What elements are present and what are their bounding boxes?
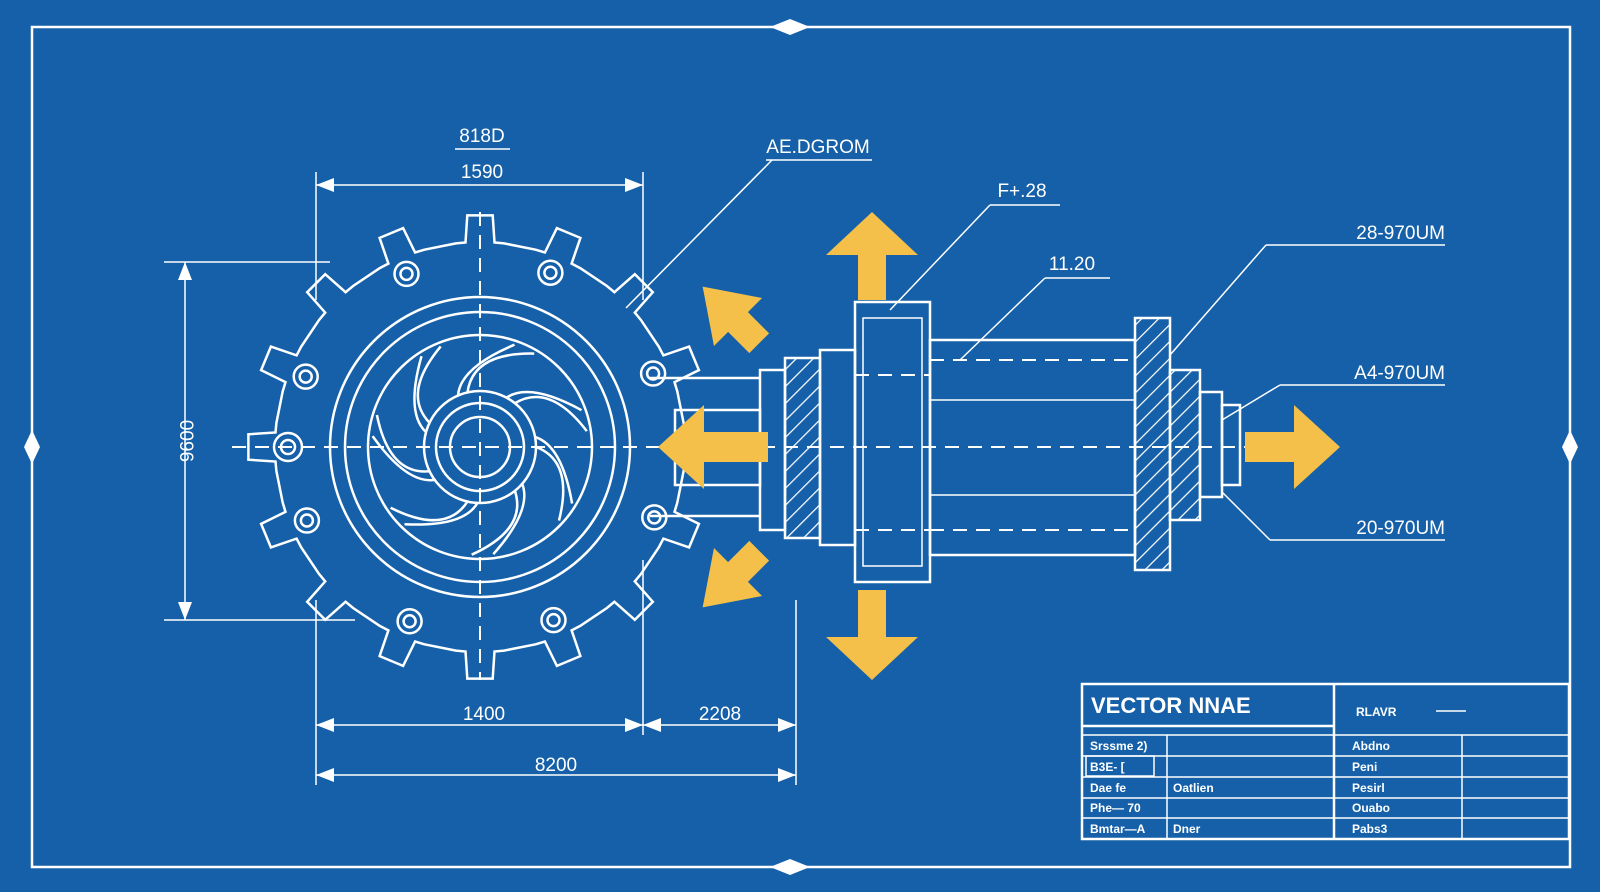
impeller-blade — [534, 435, 574, 521]
force-arrows — [658, 212, 1340, 680]
bolt-hole — [647, 510, 662, 525]
arrow-down — [826, 590, 918, 680]
impeller-blades — [371, 343, 588, 556]
tb-left-b-4: Dner — [1173, 822, 1201, 836]
impeller-blade — [456, 343, 535, 396]
arrow-lower-left — [702, 540, 770, 608]
bolt-hole — [399, 266, 414, 282]
dim-top-width-text: 1590 — [461, 162, 503, 183]
callout-shaft: 11.20 — [1049, 254, 1095, 275]
shaft-body — [928, 338, 1137, 557]
arrow-right — [1245, 405, 1340, 489]
impeller-blade — [471, 483, 526, 556]
end-cap — [1198, 390, 1224, 499]
title-block-frame — [1080, 682, 1571, 841]
arrow-up — [826, 212, 918, 300]
collar-hatched — [1133, 316, 1172, 572]
impeller-blade — [371, 414, 435, 482]
bolt-hole — [292, 363, 319, 390]
arrow-upper-left — [702, 286, 770, 354]
frame-markers — [24, 19, 1578, 875]
tb-right-1: Peni — [1352, 760, 1377, 774]
tb-left-a-0: Srssme 2) — [1090, 739, 1147, 753]
dim-left-height-text: 0096 — [175, 420, 196, 462]
dim-top-label: 818D — [459, 126, 504, 147]
tb-right-3: Ouabo — [1352, 801, 1390, 815]
bolt-hole — [298, 369, 313, 384]
tb-left-a-2: Dae fe — [1090, 781, 1126, 795]
gear-bolt-holes — [272, 259, 668, 635]
tb-left-a-1: B3E- [ — [1090, 760, 1125, 774]
dim-bottom-total-text: 8200 — [535, 755, 577, 776]
flange-inner — [862, 317, 923, 567]
tb-left-b-2: Oatlien — [1173, 781, 1214, 795]
callout-leaders — [625, 159, 1445, 541]
impeller-blade — [390, 500, 479, 526]
title-block-title: VECTOR NNAE — [1091, 693, 1251, 718]
callout-gear: AE.DGROM — [766, 137, 869, 158]
callout-collar-mid: A4-970UM — [1354, 363, 1445, 384]
bolt-hole — [641, 504, 668, 531]
coupling-hatched — [783, 356, 822, 540]
bolt-hole — [540, 606, 567, 634]
callout-collar-top: 28-970UM — [1356, 223, 1445, 244]
flange — [853, 300, 932, 584]
end-nut — [1220, 403, 1242, 487]
collar-ring — [1168, 368, 1202, 522]
bolt-hole — [293, 507, 321, 534]
tb-left-a-3: Phe— 70 — [1090, 801, 1141, 815]
impeller-blade — [505, 390, 588, 432]
title-block — [1080, 682, 1571, 841]
dim-bottom-right-text: 2208 — [699, 704, 741, 725]
impeller-blade — [413, 345, 442, 434]
bolt-hole — [639, 360, 667, 387]
bolt-hole — [537, 259, 564, 286]
shaft-assembly — [650, 300, 1242, 584]
gear-assembly — [232, 212, 1295, 680]
title-block-header-right: RLAVR — [1356, 705, 1397, 719]
bolt-hole — [645, 366, 661, 381]
tb-left-a-4: Bmtar—A — [1090, 822, 1146, 836]
tb-right-0: Abdno — [1352, 739, 1390, 753]
bolt-hole — [299, 513, 315, 528]
bolt-hole — [546, 612, 561, 628]
callout-flange: F+.28 — [997, 181, 1046, 202]
dimension-lines — [164, 148, 797, 785]
bolt-hole — [543, 265, 558, 280]
bolt-hole — [402, 614, 417, 629]
arrow-left — [658, 405, 768, 489]
tb-right-2: Pesirl — [1352, 781, 1385, 795]
bolt-hole — [393, 260, 420, 288]
callout-collar-bottom: 20-970UM — [1356, 518, 1445, 539]
dim-bottom-left-text: 1400 — [463, 704, 505, 725]
gear-teeth-outline — [247, 214, 713, 680]
tb-right-4: Pabs3 — [1352, 822, 1388, 836]
bolt-hole — [396, 608, 423, 635]
